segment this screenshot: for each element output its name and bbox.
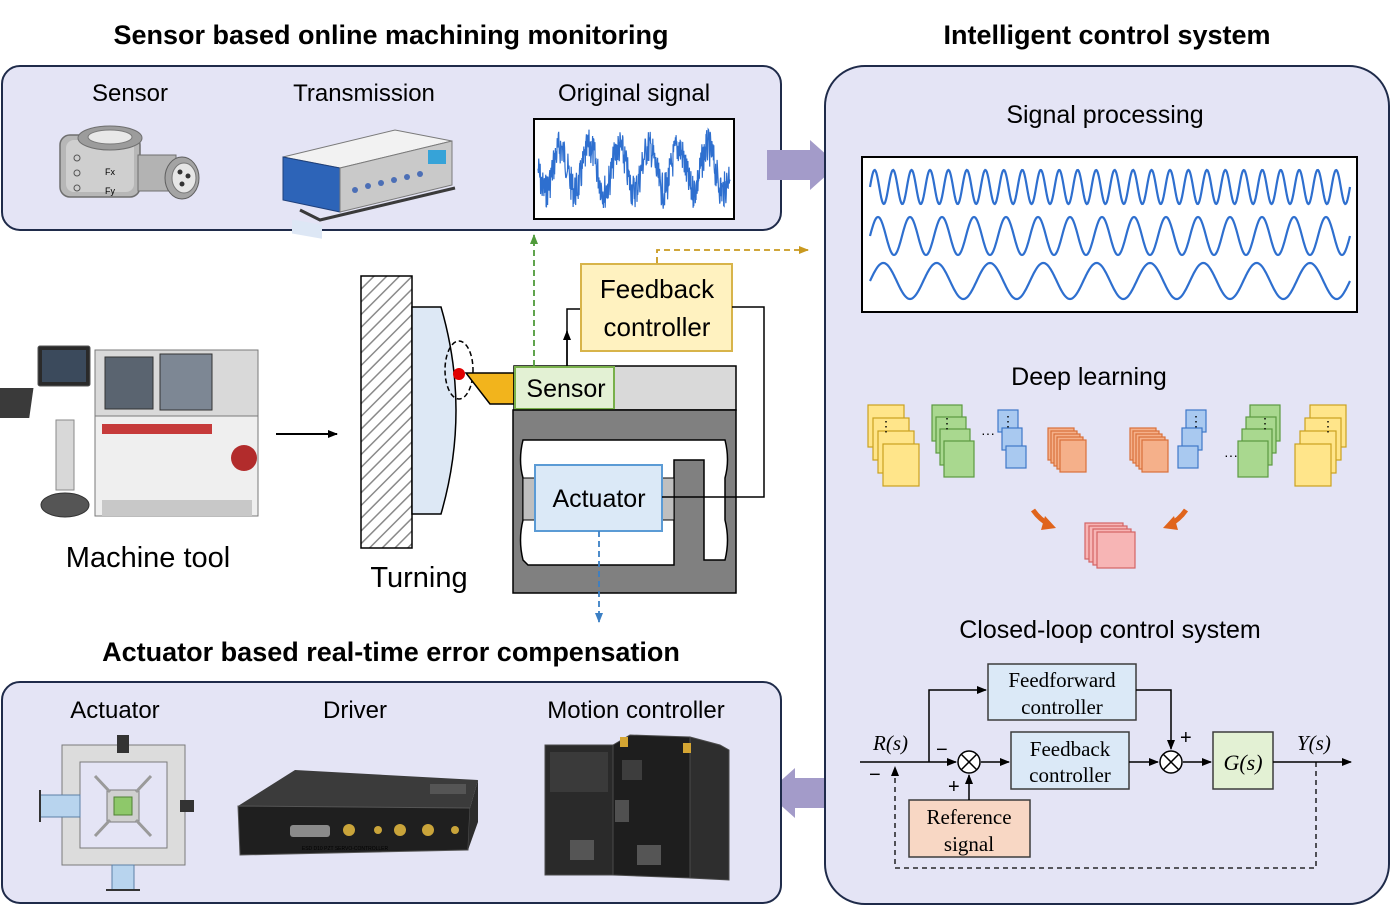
network-ellipsis-right: ··· <box>1224 447 1238 463</box>
loop-feedback-controller-label-2: controller <box>1029 763 1111 787</box>
compensation-driver-label: Driver <box>323 697 387 724</box>
motion-controller-image <box>544 734 730 881</box>
arrow-to-compensation <box>767 768 838 818</box>
svg-text:⋮: ⋮ <box>1258 415 1272 431</box>
reference-signal-label-2: signal <box>944 832 994 856</box>
layer-feature-right <box>1129 427 1169 473</box>
driver-image: ESD D10 PZT SERVO-CONTROLLER <box>237 770 478 856</box>
processed-wave-mid-frequency <box>868 215 1352 257</box>
processed-wave-high-frequency <box>868 168 1352 206</box>
controller-to-intelligent-arrow <box>656 246 809 263</box>
sensor-mark-fy: Fy <box>105 186 115 196</box>
heading-compensation: Actuator based real-time error compensat… <box>102 637 680 667</box>
center-feedback-controller-block <box>580 263 733 352</box>
sign-plus-feedforward: + <box>1180 727 1192 749</box>
layer-feature-left <box>1047 427 1087 473</box>
arrow-to-intelligent <box>767 140 838 190</box>
feedforward-controller-label-2: controller <box>1021 695 1103 719</box>
workpiece <box>411 306 457 515</box>
transmission-image <box>282 129 456 239</box>
contact-point <box>453 368 465 380</box>
layer-small-left: ⋮ <box>997 409 1027 469</box>
input-signal-label: R(s) <box>872 731 908 755</box>
heading-monitoring: Sensor based online machining monitoring <box>113 20 668 50</box>
layer-small-right: ⋮ <box>1177 409 1207 469</box>
compensation-motion-controller-label: Motion controller <box>547 697 724 724</box>
compensation-actuator-label: Actuator <box>70 697 159 724</box>
reference-signal-label-1: Reference <box>926 805 1011 829</box>
center-sensor-label: Sensor <box>526 375 605 403</box>
closed-loop-label: Closed-loop control system <box>959 616 1261 644</box>
signal-processing-label: Signal processing <box>1006 101 1203 129</box>
deep-learning-network: ⋮ ⋮ ⋮ ⋮ ⋮ ⋮ <box>867 404 1347 569</box>
center-feedback-controller-label-2: controller <box>604 312 711 342</box>
cutting-tool <box>464 372 515 405</box>
machine-tool-label: Machine tool <box>66 542 230 574</box>
flexure-actuator-image <box>39 735 194 891</box>
plant-block <box>1212 731 1274 790</box>
loop-signal-lines <box>860 686 1352 800</box>
loop-feedback-path <box>891 762 1317 869</box>
layer-conv-left: ⋮ <box>931 404 975 478</box>
center-sensor-block <box>514 366 615 410</box>
compliant-mechanism <box>512 409 737 594</box>
monitoring-sensor-label: Sensor <box>92 80 168 107</box>
monitoring-original-signal-label: Original signal <box>558 80 710 107</box>
svg-text:⋮: ⋮ <box>940 415 954 431</box>
processed-wave-low-frequency <box>869 261 1351 301</box>
controller-to-actuator-line <box>662 306 765 498</box>
center-feedback-controller-label-1: Feedback <box>600 274 715 304</box>
monitoring-transmission-label: Transmission <box>293 80 435 107</box>
svg-text:⋮: ⋮ <box>1321 418 1335 434</box>
svg-text:⋮: ⋮ <box>1189 413 1203 429</box>
layer-merged-output <box>1084 522 1136 569</box>
spindle-chuck <box>360 275 413 549</box>
summing-junction-2 <box>1159 750 1183 774</box>
turning-label: Turning <box>370 562 467 594</box>
output-signal-label: Y(s) <box>1297 731 1331 755</box>
layer-conv-right: ⋮ <box>1237 404 1281 478</box>
layer-input-left: ⋮ <box>867 404 920 487</box>
merge-arrow-right-head <box>1163 516 1178 530</box>
sign-minus-feedback: − <box>869 764 881 786</box>
sensor-mark-fx: Fx <box>105 167 115 177</box>
loop-feedback-controller-label-1: Feedback <box>1030 737 1111 761</box>
heading-intelligent: Intelligent control system <box>943 20 1270 50</box>
force-sensor-image: Fx Fy <box>59 125 200 200</box>
plant-label: G(s) <box>1223 750 1262 775</box>
summing-junction-1 <box>957 750 981 774</box>
deep-learning-label: Deep learning <box>1011 363 1167 391</box>
center-actuator-label: Actuator <box>552 485 645 513</box>
cutting-zone <box>444 340 474 400</box>
merge-arrow-left-head <box>1041 516 1056 530</box>
svg-text:⋮: ⋮ <box>879 418 893 434</box>
machine-tool-image <box>0 345 259 518</box>
sign-minus-top: − <box>936 739 948 761</box>
svg-text:⋮: ⋮ <box>1001 413 1015 429</box>
sign-plus-bottom: + <box>948 776 960 798</box>
network-ellipsis-left: ··· <box>981 425 995 441</box>
layer-input-right: ⋮ <box>1294 404 1347 487</box>
original-signal-waveform <box>537 127 731 209</box>
feedforward-controller-block <box>987 663 1137 721</box>
loop-feedback-controller-block <box>1010 731 1130 790</box>
driver-caption: ESD D10 PZT SERVO-CONTROLLER <box>302 846 389 852</box>
sensor-to-controller-line <box>566 308 580 366</box>
feedforward-controller-label-1: Feedforward <box>1008 668 1116 692</box>
